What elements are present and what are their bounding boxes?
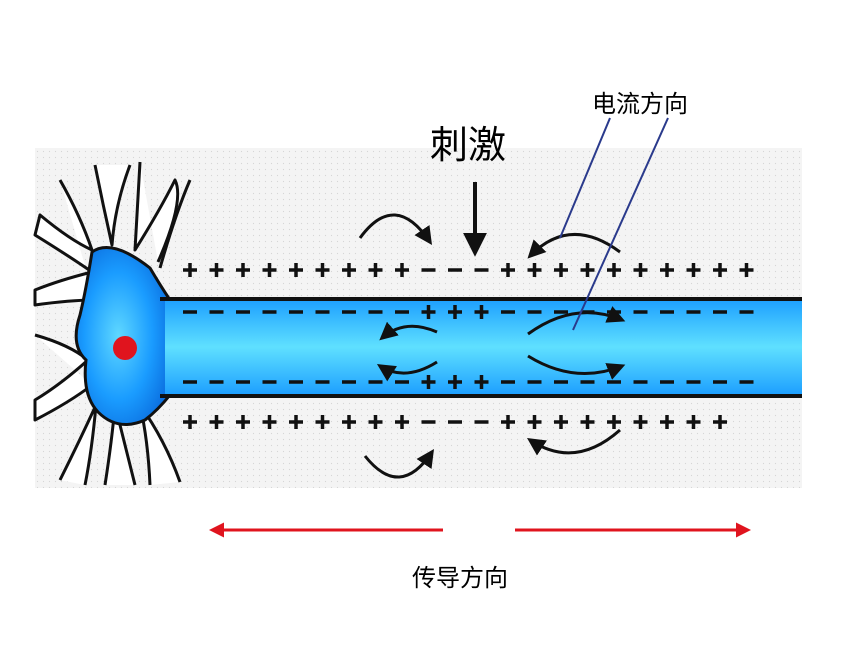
charge-row-outer-top — [183, 263, 754, 277]
stimulus-label: 刺激 — [430, 123, 507, 167]
nucleus — [113, 336, 137, 360]
current-arrow-inner-bottom-left — [376, 360, 438, 382]
current-arrow-outer-bottom-right — [527, 428, 621, 456]
current-pointer-line-2 — [572, 117, 669, 331]
current-arrow-outer-top-right — [527, 232, 621, 259]
current-direction-label: 电流方向 — [592, 90, 688, 118]
local-current-arrows — [358, 213, 626, 479]
current-arrow-inner-top-left — [379, 321, 438, 341]
cell-body — [74, 246, 172, 426]
conduction-direction-label: 传导方向 — [412, 564, 508, 592]
current-arrow-inner-top-right — [527, 306, 626, 336]
current-pointer-line-1 — [559, 117, 611, 239]
charge-row-inner-bottom — [183, 375, 754, 389]
dendrites — [33, 161, 192, 486]
current-arrow-outer-bottom-left — [363, 449, 434, 479]
current-arrow-inner-bottom-right — [527, 354, 626, 380]
charge-row-outer-bottom — [183, 415, 727, 429]
axon — [165, 300, 802, 394]
current-arrow-outer-top-left — [358, 213, 433, 245]
